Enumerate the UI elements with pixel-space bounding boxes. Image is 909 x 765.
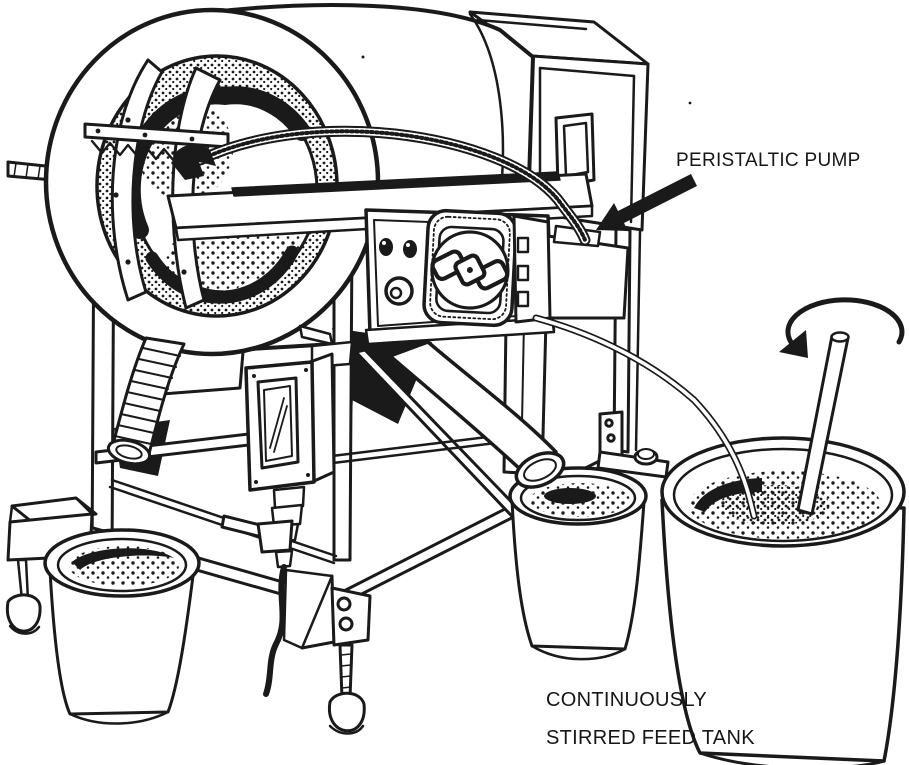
discharge-chute xyxy=(388,340,566,489)
peristaltic-pump xyxy=(422,208,630,328)
housing-slot xyxy=(554,112,596,188)
feed-tank xyxy=(660,436,906,765)
middle-bucket xyxy=(508,466,648,661)
feed-tank-label-line2: STIRRED FEED TANK xyxy=(546,727,755,749)
left-foot-bracket xyxy=(5,496,98,635)
left-bucket xyxy=(43,528,201,725)
rotation-arrow-icon xyxy=(779,297,905,358)
feed-tube xyxy=(174,125,591,246)
panel-knob-icon xyxy=(403,240,417,258)
corrugated-hose xyxy=(106,336,186,466)
front-leg-foot xyxy=(282,568,372,735)
pump-pointer-arrow-icon xyxy=(596,174,697,231)
pump-rotor-icon xyxy=(430,249,510,291)
suction-tube xyxy=(532,314,758,520)
feed-tank-label-line1: CONTINUOUSLY xyxy=(546,689,707,711)
drum-front-face xyxy=(43,7,381,357)
panel-dial-icon xyxy=(384,276,414,306)
panel-knob-icon xyxy=(379,238,393,256)
tube-nozzle xyxy=(174,144,216,180)
sight-glass xyxy=(256,376,300,470)
stirrer-rod xyxy=(796,331,850,516)
peristaltic-pump-label: PERISTALTIC PUMP xyxy=(676,150,861,171)
flow-meter xyxy=(220,324,354,697)
drain-cable xyxy=(263,564,287,697)
